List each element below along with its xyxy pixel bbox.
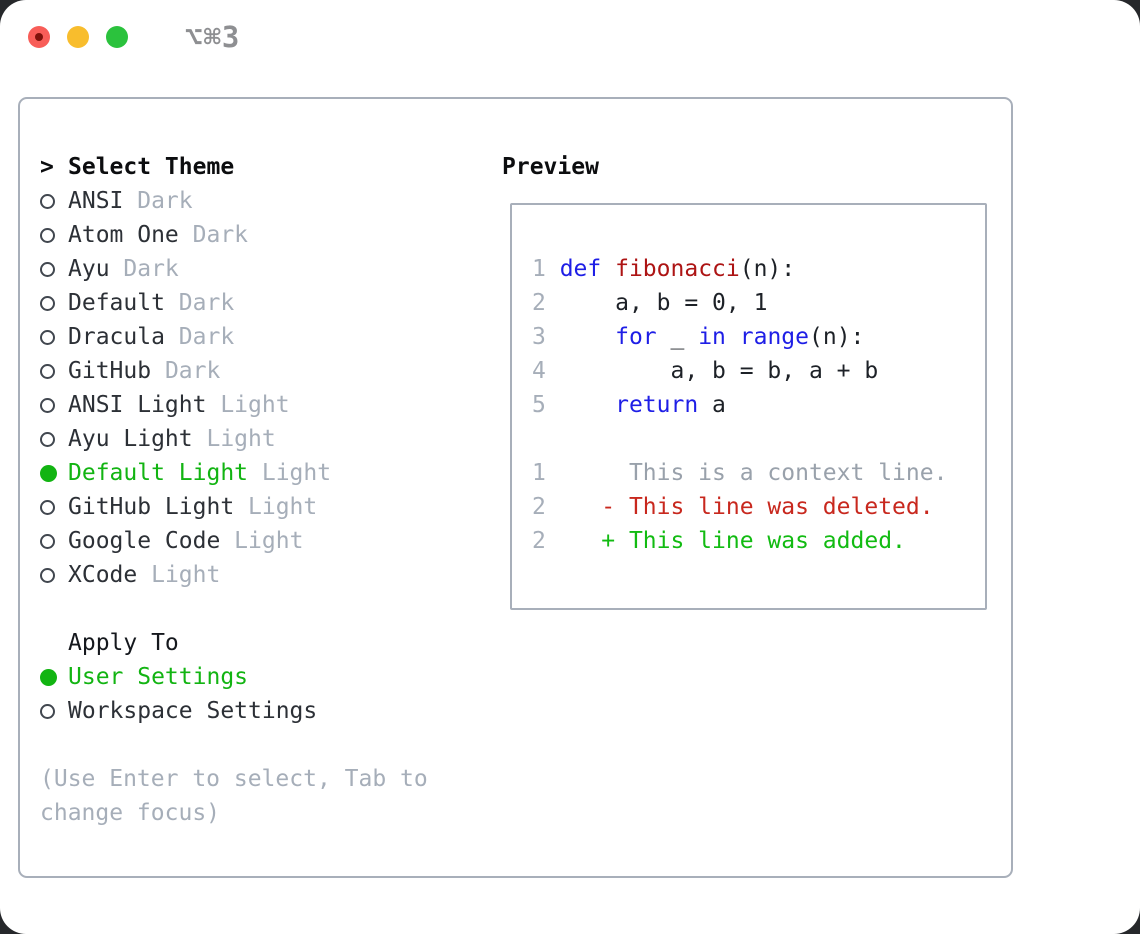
theme-variant-tag: Dark [164,324,235,350]
radio-icon [40,227,55,243]
code-line: 5 return a [532,392,726,418]
spacer [532,422,985,456]
theme-option-ayu-light[interactable]: Ayu Light Light [40,422,460,456]
radio-icon [40,431,55,447]
radio-icon [40,397,55,413]
close-button[interactable] [28,26,50,48]
diff-preview: 1 This is a context line.2 - This line w… [532,456,985,558]
diff-text: This is a context line. [545,460,948,486]
preview-title: Preview [502,154,599,180]
diff-text: + This line was added. [545,528,906,554]
theme-option-ayu[interactable]: Ayu Dark [40,252,460,286]
radio-icon [40,533,55,549]
apply-option-label: Workspace Settings [68,698,318,724]
radio-icon [40,261,55,277]
radio-icon [40,499,55,515]
theme-variant-tag: Light [248,460,332,486]
theme-variant-tag: Dark [109,256,179,282]
diff-text: - This line was deleted. [545,494,934,520]
theme-name: Dracula [68,324,165,350]
theme-option-default[interactable]: Default Dark [40,286,460,320]
maximize-button[interactable] [106,26,128,48]
radio-icon [40,295,55,311]
theme-variant-tag: Dark [164,290,235,316]
theme-name: ANSI Light [68,392,207,418]
line-number: 2 [532,290,560,316]
theme-name: Ayu [68,256,110,282]
theme-name: Default [68,290,165,316]
diff-line-context: 1 This is a context line. [532,456,985,490]
line-number: 1 [532,256,560,282]
keyboard-hint: (Use Enter to select, Tab to change focu… [40,766,428,826]
code-line: 1 def fibonacci(n): [532,256,796,282]
theme-variant-tag: Dark [123,188,193,214]
spacer [40,592,460,626]
radio-icon [40,363,55,379]
theme-variant-tag: Dark [151,358,221,384]
titlebar: ⌥⌘3 [28,20,241,54]
radio-icon [40,703,55,719]
line-number: 5 [532,392,560,418]
theme-name: GitHub [68,358,152,384]
line-number: 4 [532,358,560,384]
diff-line-del: 2 - This line was deleted. [532,490,985,524]
theme-variant-tag: Light [234,494,318,520]
radio-icon [40,193,55,209]
theme-name: Ayu Light [68,426,193,452]
prompt-icon: > [40,154,54,180]
theme-name: Google Code [68,528,221,554]
code-line: 4 a, b = b, a + b [532,358,879,384]
radio-selected-icon [40,464,57,482]
theme-option-dracula[interactable]: Dracula Dark [40,320,460,354]
code-preview: 1 def fibonacci(n): 2 a, b = 0, 1 3 for _ … [532,252,985,422]
theme-option-atom-one[interactable]: Atom One Dark [40,218,460,252]
minimize-button[interactable] [67,26,89,48]
theme-name: ANSI [68,188,124,214]
theme-option-ansi[interactable]: ANSI Dark [40,184,460,218]
theme-name: GitHub Light [68,494,235,520]
theme-variant-tag: Light [192,426,276,452]
code-line: 2 a, b = 0, 1 [532,290,768,316]
theme-option-ansi-light[interactable]: ANSI Light Light [40,388,460,422]
select-theme-title: Select Theme [68,154,235,180]
theme-option-github-light[interactable]: GitHub Light Light [40,490,460,524]
theme-variant-tag: Dark [178,222,249,248]
close-dot-icon [35,33,43,41]
theme-option-google-code[interactable]: Google Code Light [40,524,460,558]
apply-to-header: Apply To [40,626,460,660]
line-number: 2 [532,528,546,554]
radio-icon [40,567,55,583]
diff-line-add: 2 + This line was added. [532,524,985,558]
theme-name: Default Light [68,460,249,486]
theme-variant-tag: Light [137,562,221,588]
theme-variant-tag: Light [220,528,304,554]
theme-option-xcode[interactable]: XCode Light [40,558,460,592]
select-theme-header: > Select Theme [40,150,460,184]
line-number: 1 [532,460,546,486]
theme-name: XCode [68,562,138,588]
code-line: 3 for _ in range(n): [532,324,865,350]
theme-variant-tag: Light [206,392,290,418]
line-number: 3 [532,324,560,350]
preview-box: 1 def fibonacci(n): 2 a, b = 0, 1 3 for _ … [510,203,987,610]
theme-name: Atom One [68,222,179,248]
apply-option-label: User Settings [68,664,249,690]
theme-option-default-light[interactable]: Default Light Light [40,456,460,490]
radio-icon [40,329,55,345]
apply-option-workspace-settings[interactable]: Workspace Settings [40,694,460,728]
line-number: 2 [532,494,546,520]
theme-option-github[interactable]: GitHub Dark [40,354,460,388]
spacer [40,728,460,762]
radio-selected-icon [40,668,57,686]
window-shortcut-label: ⌥⌘3 [185,20,241,54]
apply-to-title: Apply To [68,630,179,656]
apply-option-user-settings[interactable]: User Settings [40,660,460,694]
